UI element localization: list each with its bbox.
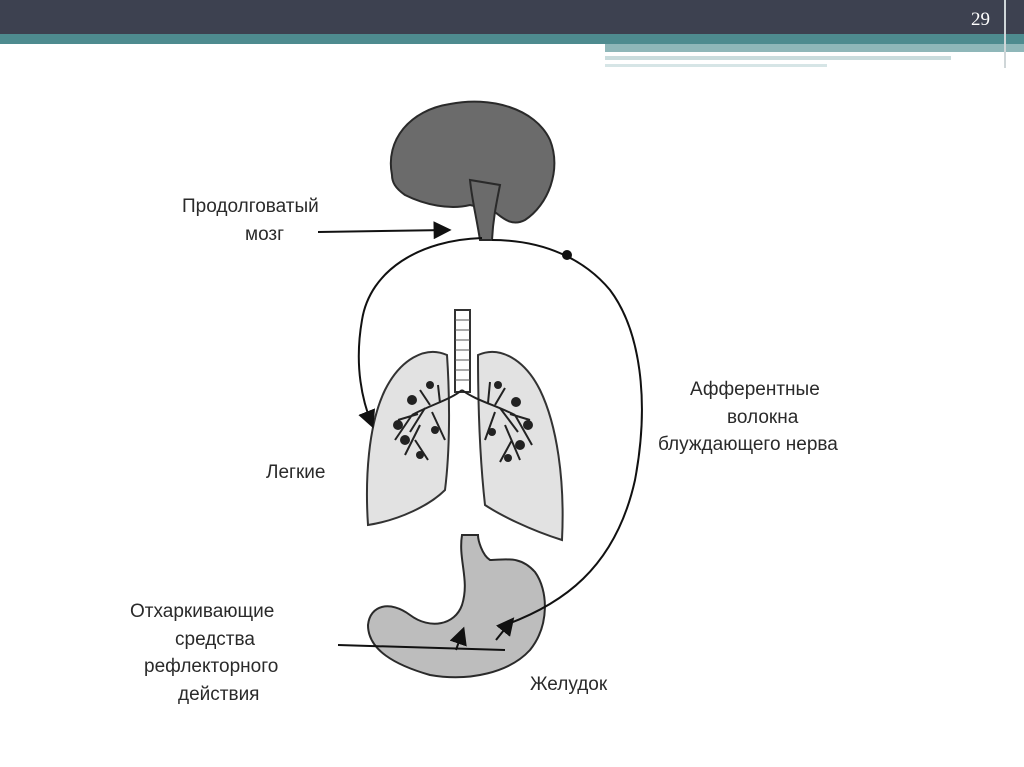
- ganglion-node: [562, 250, 572, 260]
- label-expectorant-1: Отхаркивающие: [130, 601, 274, 622]
- label-lungs: Легкие: [266, 462, 325, 483]
- medulla-pointer: [318, 230, 448, 232]
- label-expectorant-4: действия: [178, 684, 259, 705]
- label-expectorant-2: средства: [175, 629, 255, 650]
- trachea: [455, 310, 470, 392]
- label-medulla-1: Продолговатый: [182, 196, 319, 217]
- label-afferent-3: блуждающего нерва: [658, 434, 838, 455]
- stomach: [368, 535, 545, 677]
- medulla: [470, 180, 500, 240]
- label-expectorant-3: рефлекторного: [144, 656, 278, 677]
- label-afferent-2: волокна: [727, 407, 799, 428]
- label-stomach: Желудок: [530, 674, 608, 695]
- label-afferent-1: Афферентные: [690, 379, 820, 400]
- label-medulla-2: мозг: [245, 224, 284, 245]
